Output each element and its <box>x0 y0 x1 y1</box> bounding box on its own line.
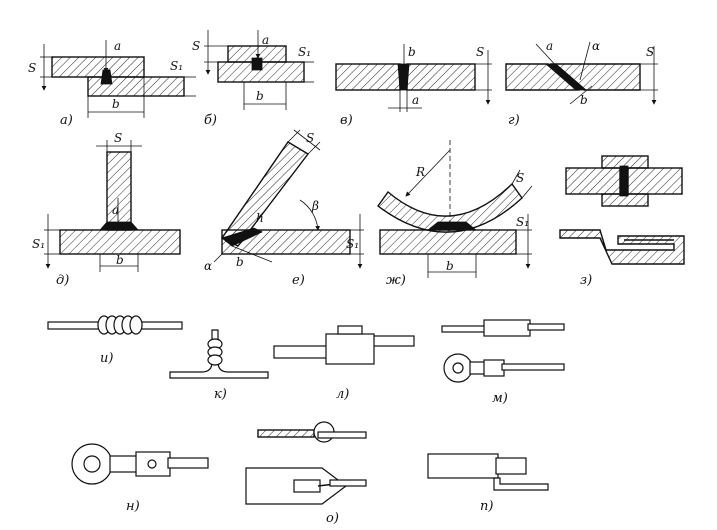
label-g: г) <box>508 113 520 128</box>
fig-zh-curved-joint: R S S₁ b ж) <box>377 140 533 288</box>
dim-S: S <box>476 45 484 59</box>
label-v: в) <box>340 113 353 128</box>
dim-alpha: α <box>592 39 600 53</box>
label-k: к) <box>214 387 227 402</box>
dim-a: a <box>114 39 121 53</box>
dim-S: S <box>192 39 200 53</box>
fig-b-joint: S a b S₁ б) <box>192 30 314 128</box>
dim-S1: S₁ <box>516 215 529 229</box>
dim-S1: S₁ <box>346 237 359 251</box>
dim-b: b <box>116 253 124 267</box>
dim-alpha: α <box>204 259 212 273</box>
label-l: л) <box>336 387 349 402</box>
dim-beta: β <box>311 199 319 213</box>
dim-S1: S₁ <box>298 45 311 59</box>
label-p: п) <box>480 499 493 514</box>
fig-k-twisted-bend: к) <box>169 329 269 402</box>
fig-g-groove-joint: a α b S г) <box>505 39 658 128</box>
dim-S: S <box>646 45 654 59</box>
dim-h: h <box>256 211 264 225</box>
label-a: а) <box>60 113 73 128</box>
label-b: б) <box>204 113 217 128</box>
fig-o-rolled-terminal: о) <box>245 421 367 526</box>
fig-a-lap-joint: S a b S₁ а) <box>28 39 196 128</box>
fig-d-t-joint: S S₁ a b д) <box>32 131 181 288</box>
dim-R: R <box>415 165 425 179</box>
label-e: е) <box>292 273 305 288</box>
dim-a: a <box>412 93 419 107</box>
fig-m-lugs: м) <box>441 319 565 406</box>
label-i: и) <box>100 351 113 366</box>
fig-i-twisted-wire: и) <box>47 315 183 366</box>
dim-S: S <box>306 131 314 145</box>
dim-a: a <box>112 203 119 217</box>
dim-b: b <box>112 97 120 111</box>
label-d: д) <box>56 273 69 288</box>
dim-S1: S₁ <box>170 59 183 73</box>
label-zh: ж) <box>386 273 406 288</box>
dim-b: b <box>446 259 454 273</box>
dim-S: S <box>28 61 36 75</box>
dim-a: a <box>546 39 553 53</box>
dim-b: b <box>580 93 588 107</box>
dim-b: b <box>408 45 416 59</box>
fig-p-cable-end: п) <box>427 453 549 514</box>
fig-z-folded-joints: з) <box>559 155 685 288</box>
dim-S1: S₁ <box>32 237 45 251</box>
fig-e-inclined-joint: S β h S₁ α b е) <box>204 129 364 288</box>
dim-S: S <box>114 131 122 145</box>
dim-b: b <box>236 255 244 269</box>
fig-l-sleeve: л) <box>273 325 415 402</box>
dim-a: a <box>262 33 269 47</box>
label-z: з) <box>580 273 592 288</box>
fig-n-ring-terminal: н) <box>71 443 209 514</box>
dim-b: b <box>256 89 264 103</box>
fig-v-butt-joint: b a S в) <box>335 44 492 128</box>
label-o: о) <box>326 511 339 526</box>
dim-S: S <box>516 171 524 185</box>
label-m: м) <box>492 391 508 406</box>
label-n: н) <box>126 499 140 514</box>
